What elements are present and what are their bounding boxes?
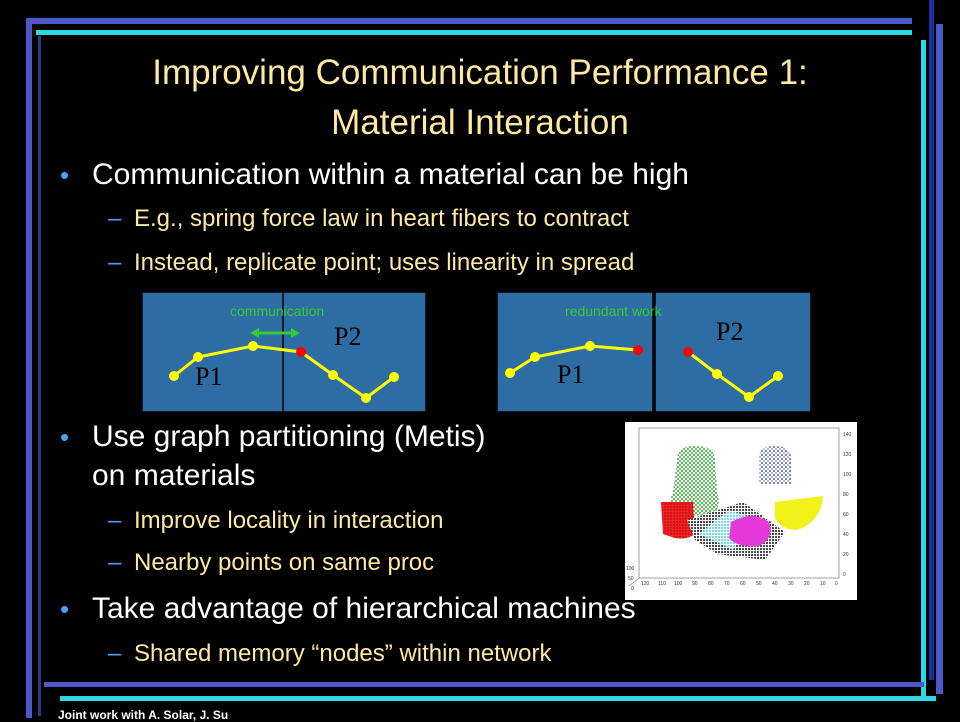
bullet-graph-partitioning-cont: on materials	[92, 459, 256, 492]
bullet-communication: Communication within a material can be h…	[92, 158, 689, 191]
sub-bullet-nearby: Nearby points on same proc	[134, 549, 435, 576]
x-tick: 60	[740, 581, 746, 587]
x-tick: 40	[772, 581, 778, 587]
bullet-marker: •	[60, 422, 70, 452]
bullet-hierarchical: Take advantage of hierarchical machines	[92, 592, 636, 625]
x-tick: 90	[692, 581, 698, 587]
border-right-blue	[936, 24, 943, 694]
axis-line	[628, 577, 640, 587]
y-tick: 80	[843, 492, 849, 498]
x-tick: 50	[756, 581, 762, 587]
sub-bullet-locality: Improve locality in interaction	[134, 507, 444, 534]
border-left-blue	[26, 18, 32, 718]
plot-frame	[638, 427, 840, 579]
proc-box-p2	[282, 291, 427, 413]
mesh-point	[773, 371, 783, 381]
title-line-2: Material Interaction	[331, 103, 629, 142]
y-tick: 120	[843, 452, 852, 458]
replicated-point	[633, 345, 643, 355]
y-tick: 20	[843, 552, 849, 558]
border-right-top	[929, 0, 934, 680]
x-tick: 100	[674, 581, 683, 587]
p2-label: P2	[334, 322, 361, 351]
dash-marker: –	[108, 640, 122, 667]
y-tick: 100	[843, 472, 852, 478]
dash-marker: –	[108, 549, 122, 576]
mesh-point	[193, 352, 203, 362]
mesh-plot: 140 120 100 80 60 40 20 0 0 10 20 30 40 …	[626, 427, 852, 592]
x-tick: 20	[804, 581, 810, 587]
diagram-communication: communication P1 P2	[141, 291, 427, 413]
x-tick: 110	[658, 581, 666, 587]
p2-label: P2	[716, 317, 743, 346]
mesh-point	[328, 370, 338, 380]
mesh-point	[712, 369, 722, 379]
mesh-point	[744, 392, 754, 402]
mesh-point	[248, 341, 258, 351]
proc-box-p1	[496, 291, 654, 413]
y-tick-labels: 140 120 100 80 60 40 20 0	[843, 432, 852, 578]
replicated-point	[683, 347, 693, 357]
edge-chain-p2	[687, 350, 779, 399]
y-tick: 140	[843, 432, 852, 438]
arrow-head-right	[291, 328, 300, 338]
border-bottom-cyan	[60, 696, 936, 701]
x-tick: 80	[708, 581, 714, 587]
mesh-region-yellow	[775, 496, 823, 530]
sub-bullet-replicate: Instead, replicate point; uses linearity…	[134, 249, 635, 276]
p1-label: P1	[195, 362, 222, 391]
partitioned-mesh-image: 140 120 100 80 60 40 20 0 0 10 20 30 40 …	[625, 422, 857, 600]
x-tick: 120	[641, 581, 650, 587]
x-tick: 30	[788, 581, 794, 587]
shared-point	[296, 347, 306, 357]
footer-credit: Joint work with A. Solar, J. Su	[58, 708, 229, 722]
y-tick: 60	[843, 512, 849, 518]
bullet-marker: •	[60, 160, 70, 190]
mesh-region-red	[661, 502, 695, 539]
dash-marker: –	[108, 507, 122, 534]
communication-label: communication	[230, 303, 324, 319]
diagram-redundant: redundant work P1 P2	[496, 291, 812, 413]
mesh-region-green	[670, 446, 719, 517]
y-tick: 40	[843, 532, 849, 538]
mesh-point	[389, 372, 399, 382]
mesh-point	[585, 341, 595, 351]
title-line-1: Improving Communication Performance 1:	[152, 53, 808, 92]
edge-chain-p1	[509, 344, 639, 375]
mesh-region-blue	[759, 446, 791, 484]
arrow-head-left	[250, 328, 259, 338]
x-tick-labels: 0 10 20 30 40 50 60 70 80 90 100 110 120	[641, 581, 838, 587]
z-tick-labels: 100 50 0	[626, 566, 635, 592]
p1-label: P1	[557, 360, 584, 389]
bullet-marker: •	[60, 594, 70, 624]
redundant-work-label: redundant work	[565, 303, 663, 319]
mesh-point	[505, 368, 515, 378]
mesh-point	[361, 393, 371, 403]
mesh-point	[169, 371, 179, 381]
proc-box-p2	[654, 291, 812, 413]
sub-bullet-shared-memory: Shared memory “nodes” within network	[134, 640, 552, 667]
y-tick: 0	[843, 572, 846, 578]
border-top-blue	[28, 18, 912, 24]
slide-title: Improving Communication Performance 1: M…	[60, 48, 900, 148]
border-bottom-blue	[44, 682, 924, 687]
mesh-point	[530, 352, 540, 362]
z-tick: 100	[626, 566, 635, 572]
z-tick: 50	[628, 576, 634, 582]
dash-marker: –	[108, 249, 122, 276]
border-top-cyan	[36, 30, 912, 35]
border-left-dark	[38, 36, 41, 716]
sub-bullet-spring: E.g., spring force law in heart fibers t…	[134, 205, 629, 232]
x-tick: 0	[835, 581, 838, 587]
dash-marker: –	[108, 205, 122, 232]
bullet-graph-partitioning: Use graph partitioning (Metis)	[92, 420, 486, 453]
mesh-region-magenta	[729, 516, 771, 547]
x-tick: 70	[724, 581, 730, 587]
proc-box-p1	[141, 291, 286, 413]
z-tick: 0	[631, 586, 634, 592]
border-right-cyan	[921, 40, 926, 700]
x-tick: 10	[820, 581, 826, 587]
